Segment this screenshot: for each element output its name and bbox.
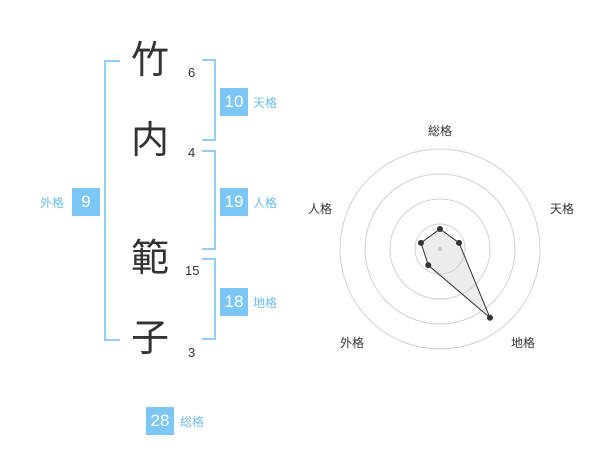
tenkaku-bracket bbox=[202, 59, 216, 141]
chikaku-label: 地格 bbox=[253, 296, 278, 310]
gaikaku-bracket bbox=[104, 60, 120, 341]
stroke-count-4: 3 bbox=[188, 345, 196, 360]
radar-point-1 bbox=[437, 226, 443, 232]
gaikaku-value-badge: 9 bbox=[72, 188, 100, 216]
tenkaku-label: 天格 bbox=[253, 96, 278, 110]
chikaku-value-badge: 18 bbox=[220, 288, 248, 316]
radar-label-soukaku: 総格 bbox=[428, 124, 453, 138]
radar-label-gaikaku: 外格 bbox=[340, 336, 365, 350]
soukaku-label: 総格 bbox=[180, 415, 205, 429]
radar-point-5 bbox=[417, 239, 424, 246]
soukaku-value-badge: 28 bbox=[146, 407, 174, 435]
stroke-count-3: 15 bbox=[185, 263, 200, 278]
jinkaku-value-badge: 19 bbox=[220, 188, 248, 216]
name-char-1: 竹 bbox=[130, 38, 169, 82]
radar-center-dot bbox=[437, 246, 443, 252]
gaikaku-label: 外格 bbox=[40, 196, 65, 210]
name-char-4: 子 bbox=[130, 316, 169, 360]
radar-label-chikaku: 地格 bbox=[511, 336, 536, 350]
radar-ring bbox=[364, 173, 516, 325]
radar-point-2 bbox=[456, 239, 463, 246]
radar-point-4 bbox=[425, 262, 432, 269]
name-char-3: 範 bbox=[130, 236, 169, 280]
radar-ring bbox=[389, 198, 491, 300]
radar-ring bbox=[414, 223, 466, 275]
tenkaku-value-badge: 10 bbox=[220, 88, 248, 116]
name-char-2: 内 bbox=[130, 118, 169, 162]
chikaku-bracket bbox=[202, 258, 216, 340]
radar-point-3 bbox=[486, 314, 493, 321]
radar-ring bbox=[339, 148, 541, 350]
radar-label-tenkaku: 天格 bbox=[550, 202, 575, 216]
radar-chart bbox=[339, 148, 541, 350]
stroke-count-2: 4 bbox=[188, 145, 196, 160]
radar-label-jinkaku: 人格 bbox=[308, 202, 333, 216]
radar-value-polygon bbox=[420, 228, 491, 319]
stroke-count-1: 6 bbox=[188, 65, 196, 80]
jinkaku-label: 人格 bbox=[253, 196, 278, 210]
jinkaku-bracket bbox=[202, 150, 216, 250]
